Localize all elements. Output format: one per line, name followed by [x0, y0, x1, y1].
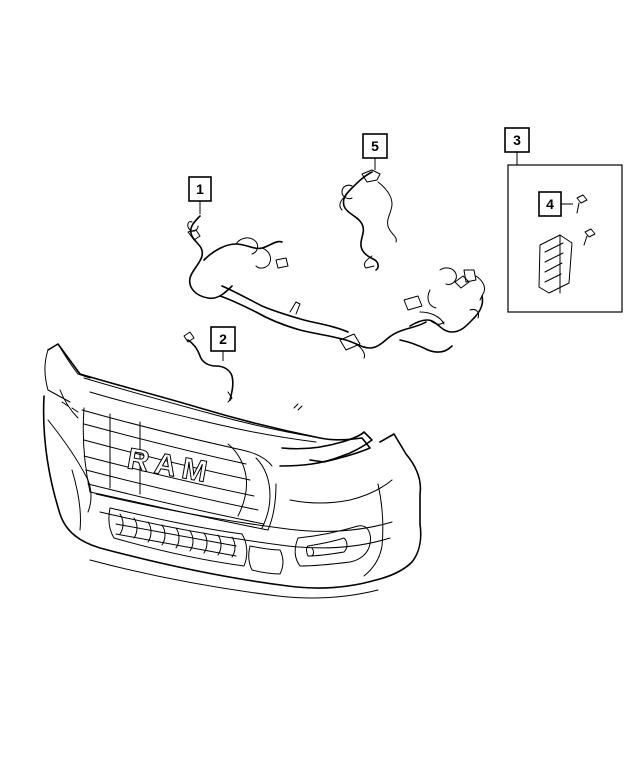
callout-4-label: 4	[546, 196, 554, 212]
jumper-harness	[183, 331, 303, 411]
callout-3: 3	[504, 127, 623, 313]
callout-2: 2	[210, 326, 236, 361]
callout-1: 1	[188, 176, 212, 214]
sensor-harness	[339, 169, 397, 271]
callout-5: 5	[362, 133, 388, 170]
kit-outline	[507, 164, 623, 313]
callout-2-label: 2	[219, 331, 227, 347]
front-harness	[187, 215, 485, 359]
callout-1-label: 1	[196, 181, 204, 197]
callout-5-label: 5	[371, 138, 379, 154]
callout-3-label: 3	[513, 132, 521, 148]
callout-4: 4	[538, 191, 573, 217]
connector-kit-parts	[538, 194, 596, 294]
